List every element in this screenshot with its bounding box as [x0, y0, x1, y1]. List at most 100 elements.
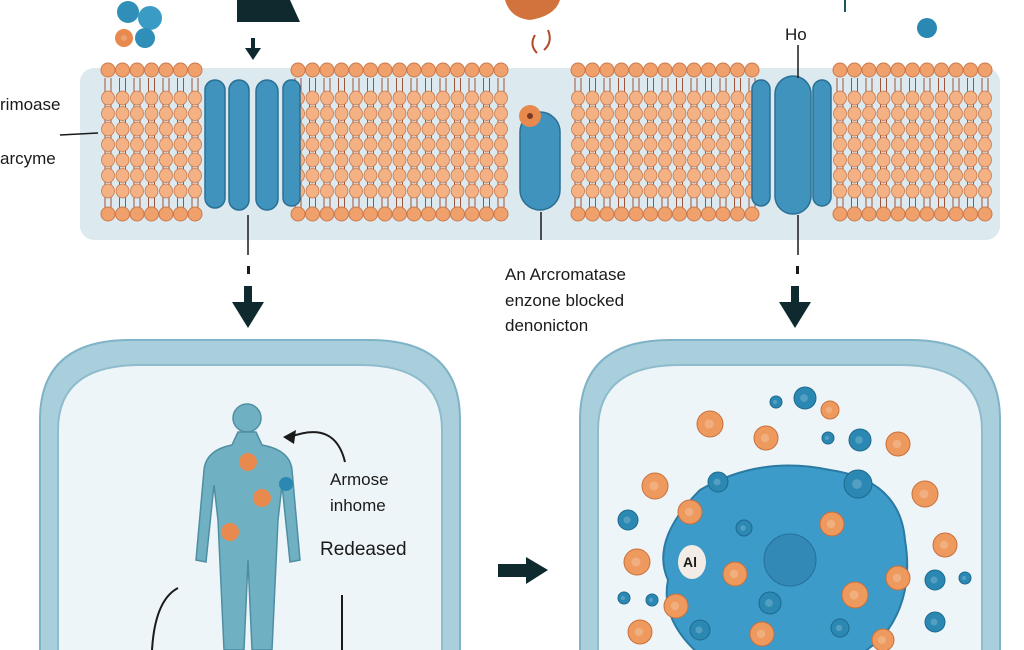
lipid-inner [905, 121, 920, 137]
hormone-blob [505, 0, 560, 20]
particle-highlight [704, 419, 714, 429]
lipid-head [686, 206, 702, 222]
lipid-inner [730, 152, 745, 168]
lipid-inner [629, 137, 643, 152]
lipid-inner [905, 183, 920, 199]
lipid-inner [891, 168, 905, 183]
dark-shape [237, 0, 300, 22]
lipid-inner [963, 106, 978, 121]
lipid-inner [494, 183, 508, 199]
lipid-inner [701, 121, 716, 137]
lipid-head [672, 206, 687, 222]
lipid-inner [949, 90, 963, 106]
lipid-head [934, 206, 949, 222]
blue-particle [769, 395, 783, 409]
human-figure [195, 403, 301, 650]
lipid-inner [963, 121, 978, 137]
lipid-head [129, 62, 145, 78]
lipid-head [847, 206, 862, 222]
lipid-head [744, 206, 760, 222]
lipid-inner [188, 183, 202, 199]
lipid-inner [479, 121, 494, 137]
lipid-head [144, 206, 159, 222]
lipid-inner [934, 183, 949, 199]
particle-highlight [713, 478, 721, 486]
lipid-head [919, 206, 935, 222]
particle-highlight [930, 618, 938, 626]
lipid-inner [672, 137, 687, 152]
left-label-2: arcyme [0, 149, 56, 168]
lipid-inner [920, 137, 934, 152]
lipid-inner [891, 152, 905, 168]
lipid-inner [436, 183, 450, 199]
lipid-inner [934, 152, 949, 168]
lipid-inner [115, 106, 130, 121]
lipid-inner [334, 168, 349, 183]
lipid-inner [115, 121, 130, 137]
lipid-inner [629, 106, 643, 121]
lipid-inner [614, 152, 629, 168]
lipid-head [876, 206, 891, 222]
particle-highlight [939, 540, 949, 550]
curved-arrow [151, 587, 179, 650]
lipid-inner [349, 152, 363, 168]
lipid-inner [101, 121, 115, 137]
blue-dot [279, 477, 293, 491]
lipid-inner [672, 183, 687, 199]
lipid-inner [687, 168, 701, 183]
particle-highlight [826, 519, 836, 529]
hormone-particle [663, 593, 689, 619]
lipid-inner [101, 106, 115, 121]
lipid-inner [905, 168, 920, 183]
particle-highlight [695, 626, 703, 634]
lipid-inner [658, 183, 672, 199]
lipid-inner [571, 152, 585, 168]
lipid-inner [658, 152, 672, 168]
lipid-head [963, 206, 978, 222]
lipid-inner [479, 152, 494, 168]
blue-particle [617, 591, 631, 605]
lipid-inner [450, 183, 465, 199]
lipid-inner [833, 121, 847, 137]
lipid-inner [949, 152, 963, 168]
lipid-head [861, 206, 877, 222]
lipid-inner [494, 90, 508, 106]
particle-highlight [852, 479, 862, 489]
lipid-inner [479, 137, 494, 152]
center-label-2: enzone blocked [505, 291, 625, 310]
particle-highlight [631, 557, 641, 567]
lipid-inner [978, 168, 992, 183]
lipid-inner [144, 183, 159, 199]
lipid-inner [305, 90, 320, 106]
lipid-inner [963, 137, 978, 152]
lipid-inner [876, 137, 891, 152]
lipid-inner [188, 90, 202, 106]
lipid-inner [658, 137, 672, 152]
lipid-head [905, 62, 920, 78]
lipid-inner [847, 90, 862, 106]
blue-particle [735, 519, 753, 537]
lipid-head [599, 62, 615, 78]
lipid-inner [421, 183, 436, 199]
lipid-inner [600, 152, 614, 168]
lipid-inner [600, 121, 614, 137]
lipid-inner [847, 152, 862, 168]
lipid-inner [585, 168, 600, 183]
lipid-inner [407, 106, 421, 121]
lipid-head [450, 62, 465, 78]
lipid-inner [833, 137, 847, 152]
lipid-inner [115, 152, 130, 168]
lipid-inner [188, 106, 202, 121]
lipid-head [290, 206, 306, 222]
lipid-inner [629, 121, 643, 137]
lipid-inner [144, 90, 159, 106]
lipid-inner [920, 168, 934, 183]
lipid-inner [334, 121, 349, 137]
particle-highlight [684, 507, 694, 517]
blue-particle [758, 591, 782, 615]
lipid-inner [891, 90, 905, 106]
lipid-head [744, 62, 760, 78]
hormone-dot [221, 523, 239, 541]
lipid-inner [115, 183, 130, 199]
lipid-inner [905, 152, 920, 168]
